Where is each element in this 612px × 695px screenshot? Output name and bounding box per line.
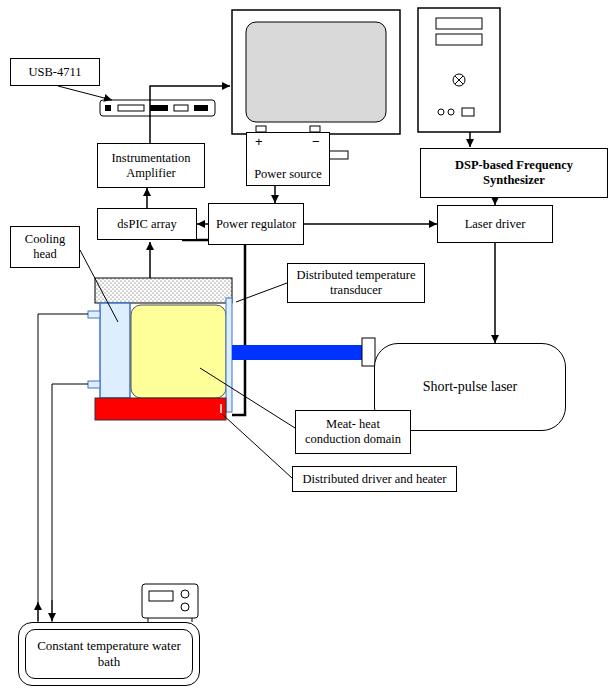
connector-arrow [197, 223, 208, 225]
process-box: Power regulator [208, 203, 304, 245]
monitor-screen [246, 22, 386, 122]
port [448, 109, 454, 115]
usb-device [100, 100, 215, 116]
port [438, 109, 444, 115]
node-text: Short-pulse laser [380, 379, 560, 396]
leader-arrow [58, 86, 112, 100]
water-pipe [38, 314, 88, 622]
thermostat-display [149, 591, 173, 601]
node-text: Power source [252, 167, 324, 182]
node-text: DSP-based Frequency Synthesizer [426, 158, 602, 188]
node-text: Constant temperature water bath [25, 629, 193, 679]
heater [95, 398, 226, 420]
node-text: Cooling head [16, 232, 74, 262]
node-text: Power regulator [214, 217, 298, 232]
water-pipe [52, 384, 88, 622]
usb-slot [118, 105, 144, 111]
connector-arrow [304, 223, 437, 225]
usb-slot [150, 105, 168, 111]
leader-line [236, 283, 287, 302]
thermostat-knob [181, 603, 189, 611]
flow-arrow [52, 600, 53, 621]
node-text: Laser driver [443, 217, 547, 232]
process-box: Instrumentation Amplifier [97, 143, 205, 188]
computer-tower [418, 8, 500, 132]
leader-line [200, 368, 295, 428]
top-plate [95, 278, 232, 303]
power-button-cross [455, 76, 463, 84]
signal-arrow [469, 132, 471, 147]
bath-box: Constant temperature water bath [18, 622, 200, 686]
polarity-sign: − [312, 135, 320, 148]
leader-line [222, 414, 292, 478]
usb-slot [174, 105, 188, 111]
leader-line [80, 250, 118, 322]
process-box: dsPIC array [97, 208, 197, 240]
node-text: Meat- heat conduction domain [301, 417, 405, 447]
connector-arrow [494, 243, 496, 343]
node-text: USB-4711 [16, 65, 94, 80]
callout-box: Distributed temperature transducer [287, 263, 425, 303]
thermostat [142, 584, 198, 618]
monitor [232, 10, 400, 134]
process-box: Laser driver [437, 205, 553, 243]
polarity-sign: + [255, 135, 263, 148]
process-box: DSP-based Frequency Synthesizer [420, 148, 608, 198]
callout-box: USB-4711 [10, 58, 100, 86]
laser-beam [232, 345, 364, 360]
connector-arrow [274, 186, 276, 203]
heater-tick [220, 404, 222, 413]
callout-box: Meat- heat conduction domain [295, 410, 411, 454]
port [462, 108, 474, 116]
flow-arrow [38, 602, 39, 621]
connector-arrow [494, 198, 496, 205]
node-text: Distributed driver and heater [298, 472, 451, 487]
temperature-transducer [226, 298, 232, 412]
usb-slot [105, 105, 111, 111]
drive-bay [436, 18, 482, 29]
drive-bay [436, 34, 482, 45]
node-text: dsPIC array [103, 217, 191, 232]
usb-slot [194, 105, 208, 111]
signal-arrow [149, 242, 151, 278]
cooling-port [88, 381, 100, 388]
callout-box: Distributed driver and heater [292, 466, 457, 492]
node-text: Instrumentation Amplifier [103, 151, 199, 181]
node-text: Distributed temperature transducer [293, 268, 419, 298]
connector-arrow [146, 188, 148, 208]
thermostat-knob [181, 590, 189, 598]
power-button [453, 74, 465, 86]
cooling-port [88, 311, 100, 318]
signal-arrow [150, 86, 230, 143]
callout-box: Cooling head [10, 226, 80, 268]
meat-sample [131, 305, 226, 398]
laser-emitter [362, 338, 375, 366]
